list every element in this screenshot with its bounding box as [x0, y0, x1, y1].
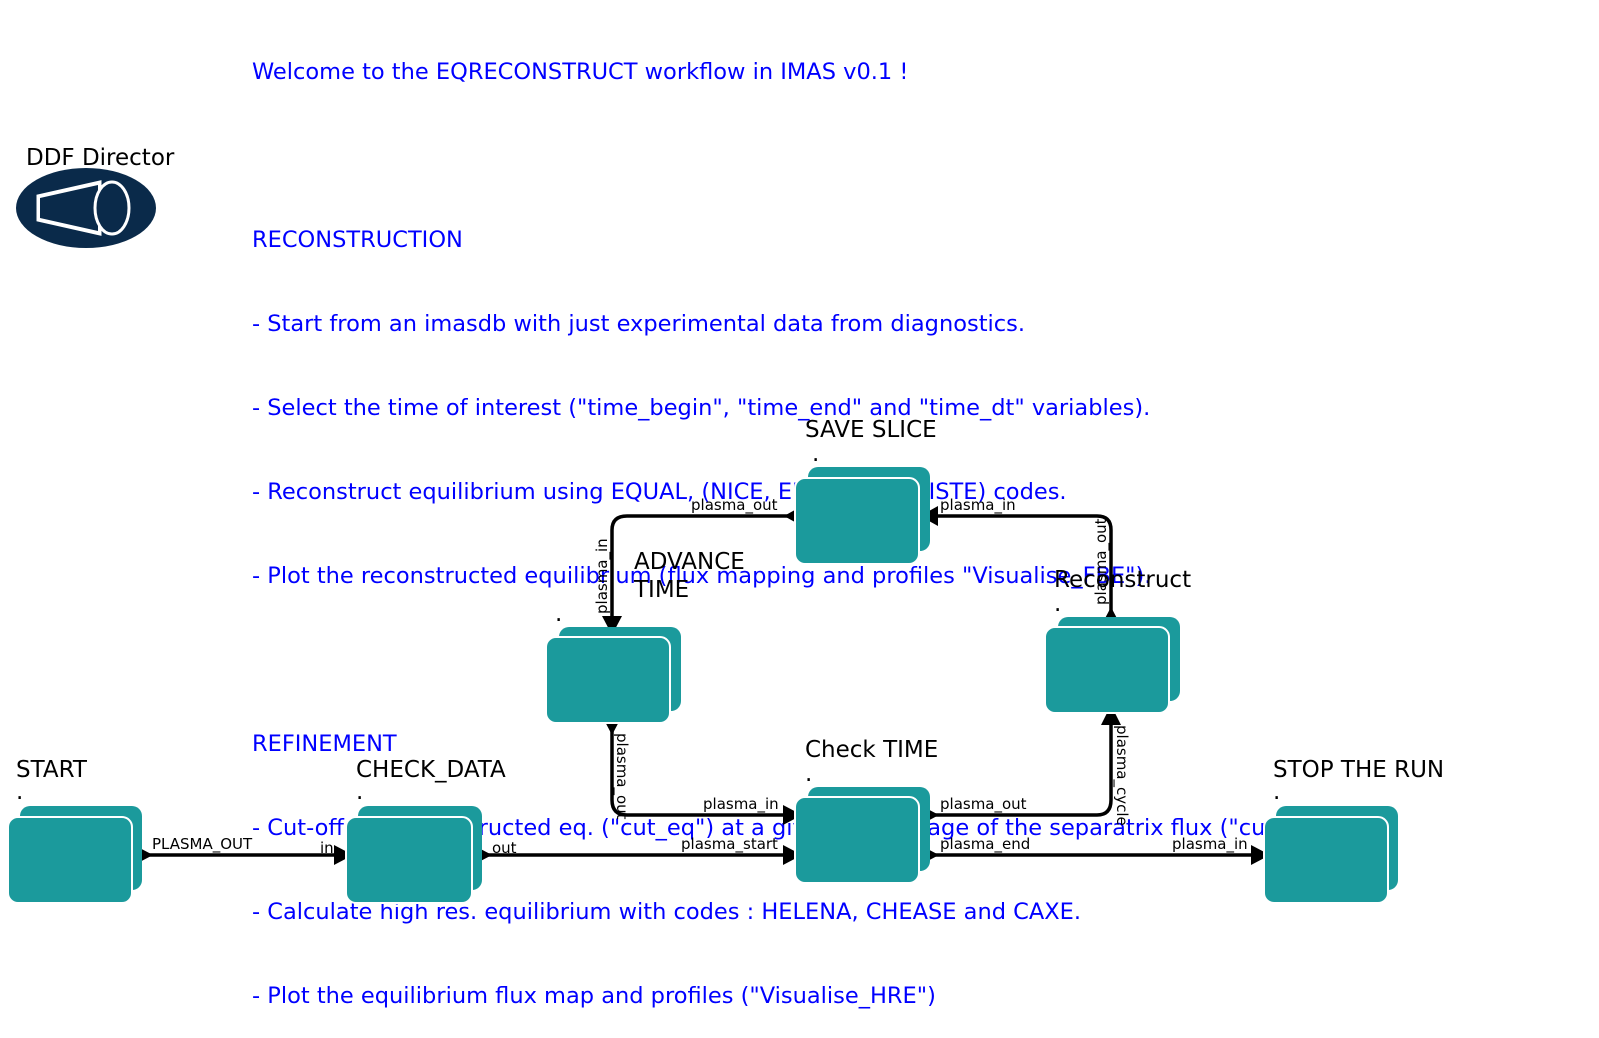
annotation-line: - Plot the equilibrium flux map and prof…	[252, 983, 936, 1009]
port-label-advance-out: plasma_out	[612, 733, 631, 820]
actor-check-data[interactable]	[345, 806, 482, 904]
port-label-saveslice-out: plasma_out	[691, 496, 778, 515]
check-data-dot: .	[356, 779, 364, 805]
link-advance-checktime	[610, 716, 801, 817]
stop-dot: .	[1273, 779, 1281, 805]
actor-stop-the-run[interactable]	[1263, 806, 1398, 904]
link-saveslice-advance	[610, 514, 798, 634]
workflow-canvas: PLASMA_OUT in out plasma_start plasma_in…	[7, 168, 1398, 904]
stop-label: STOP THE RUN	[1273, 757, 1445, 783]
check-time-label: Check TIME	[805, 737, 939, 763]
port-advance-in	[602, 616, 622, 635]
port-label-checkdata-out: out	[492, 839, 517, 857]
actor-advance-time[interactable]	[545, 627, 681, 724]
links	[134, 514, 1268, 857]
check-time-dot: .	[805, 761, 813, 787]
start-label: START	[16, 757, 87, 783]
port-label-saveslice-in: plasma_in	[940, 496, 1016, 515]
port-reconstruct-cycle	[1101, 705, 1121, 725]
check-data-label: CHECK_DATA	[356, 757, 506, 783]
link-checktime-reconstruct	[922, 706, 1113, 817]
annotation-line: - Start from an imasdb with just experim…	[252, 311, 1026, 337]
director-icon[interactable]	[16, 168, 156, 248]
port-label-stop-in: plasma_in	[1172, 835, 1248, 854]
port-stop-in	[1251, 845, 1270, 865]
actor-start[interactable]	[7, 806, 142, 904]
start-dot: .	[16, 779, 24, 805]
advance-time-label-1: ADVANCE	[634, 549, 745, 575]
port-label-advance-in: plasma_in	[593, 538, 612, 614]
actor-check-time[interactable]	[794, 787, 930, 884]
annotation-line: - Plot the reconstructed equilibrium (fl…	[252, 563, 1152, 589]
port-label-checktime-start: plasma_start	[681, 835, 778, 854]
annotation-line: - Select the time of interest ("time_beg…	[252, 395, 1151, 421]
port-label-checktime-out: plasma_out	[940, 795, 1027, 814]
port-checkdata-in	[334, 845, 353, 865]
link-reconstruct-saveslice	[920, 514, 1113, 626]
port-label-checktime-in: plasma_in	[703, 795, 779, 814]
port-label-reconstruct-cycle: plasma_cycle	[1112, 725, 1131, 826]
reconstruct-label: Reconstruct	[1054, 567, 1192, 593]
port-label-start-out: PLASMA_OUT	[152, 835, 253, 854]
advance-time-dot: .	[555, 601, 563, 627]
save-slice-label: SAVE SLICE	[805, 417, 937, 443]
port-checktime-in	[783, 805, 802, 825]
director-label: DDF Director	[26, 145, 175, 171]
advance-time-label-2: TIME	[634, 577, 690, 603]
actor-reconstruct[interactable]	[1044, 617, 1180, 714]
annotation-line: RECONSTRUCTION	[252, 227, 463, 253]
port-label-reconstruct-out: plasma_out	[1092, 518, 1111, 605]
reconstruct-dot: .	[1054, 591, 1062, 617]
actor-save-slice[interactable]	[794, 467, 930, 565]
port-label-checktime-end: plasma_end	[940, 835, 1030, 854]
annotation-line: REFINEMENT	[252, 731, 397, 757]
save-slice-dot: .	[812, 441, 820, 467]
port-checktime-start	[783, 845, 802, 865]
port-label-checkdata-in: in	[320, 839, 334, 857]
annotation-line: Welcome to the EQRECONSTRUCT workflow in…	[252, 59, 909, 85]
